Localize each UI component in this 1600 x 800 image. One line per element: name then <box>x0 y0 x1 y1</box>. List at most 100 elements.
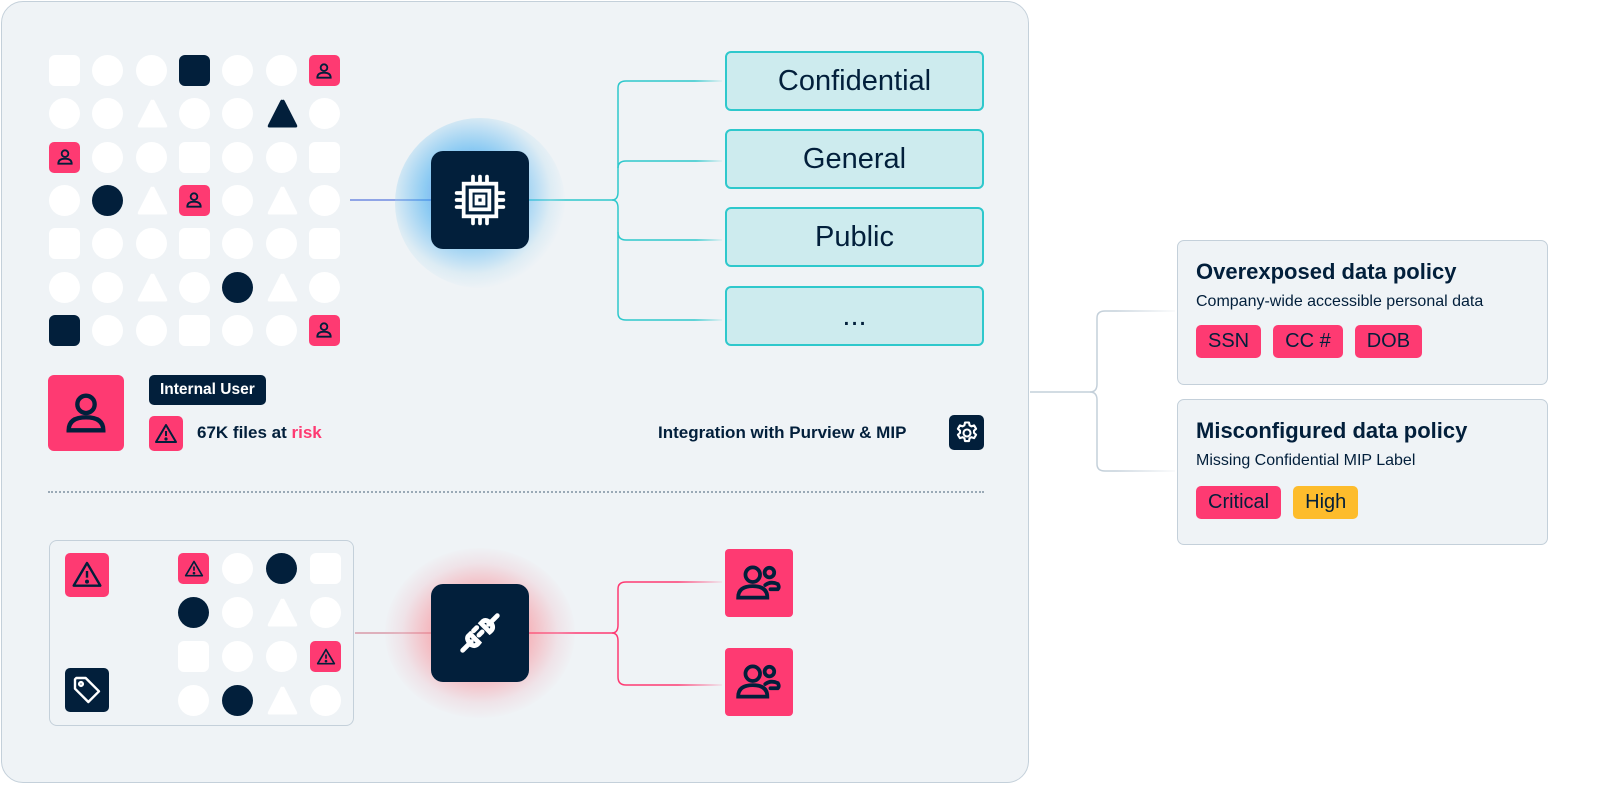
circle-shape <box>178 98 210 130</box>
severity-critical: Critical <box>1196 486 1282 519</box>
circle-shape <box>266 641 297 672</box>
internal-user-badge: Internal User <box>149 375 266 405</box>
circle-shape <box>49 98 80 130</box>
branch-group-1 <box>611 581 722 634</box>
circle-shape <box>310 597 341 628</box>
circle-shape <box>49 184 80 216</box>
severity-high: High <box>1293 486 1359 519</box>
label-public[interactable]: Public <box>725 207 984 267</box>
triangle-shape <box>136 272 167 303</box>
triangle-shape <box>136 98 167 129</box>
users-group-icon <box>736 565 781 600</box>
triangle-shape <box>136 185 167 216</box>
user-icon <box>308 314 340 346</box>
circle-shape <box>49 271 80 303</box>
policy-title: Overexposed data policy <box>1196 259 1457 284</box>
circle-shape <box>135 55 167 86</box>
bottom-source-box <box>49 540 354 726</box>
tag-cc: CC # <box>1273 325 1343 358</box>
warning-tile-large <box>65 553 109 597</box>
circle-shape <box>222 141 254 173</box>
branch-more <box>611 199 722 321</box>
dark-circle-shape <box>266 553 297 584</box>
circle-shape <box>222 55 254 86</box>
warning-icon <box>310 641 341 672</box>
circle-shape <box>308 184 340 216</box>
circle-shape <box>308 271 340 303</box>
branch-confidential <box>611 80 722 201</box>
circle-shape <box>222 314 254 346</box>
warning-icon <box>155 423 177 443</box>
users-group-icon <box>736 664 781 699</box>
policy-title: Misconfigured data policy <box>1196 418 1468 443</box>
user-group-tile-1[interactable] <box>725 549 793 617</box>
user-icon <box>66 393 106 433</box>
circle-shape <box>135 228 167 260</box>
circle-shape <box>92 271 124 303</box>
square-shape <box>308 228 340 260</box>
dark-square-shape <box>49 314 80 346</box>
circle-shape <box>222 184 254 216</box>
policy-description: Company-wide accessible personal data <box>1196 293 1484 310</box>
triangle-shape <box>266 272 297 303</box>
tag-icon <box>73 676 101 704</box>
circle-shape <box>92 55 124 86</box>
circle-shape <box>178 271 210 303</box>
square-shape <box>49 228 80 260</box>
square-shape <box>178 314 210 346</box>
square-shape <box>49 55 80 86</box>
classification-hub[interactable] <box>431 151 529 249</box>
label-confidential[interactable]: Confidential <box>725 51 984 111</box>
warning-tile <box>149 416 183 451</box>
label-general[interactable]: General <box>725 129 984 189</box>
branch-general <box>617 160 722 169</box>
circle-shape <box>222 641 253 672</box>
branch-policy-1 <box>1089 310 1175 393</box>
circle-shape <box>135 141 167 173</box>
warning-icon <box>178 553 209 584</box>
policy-tags: Critical High <box>1196 486 1529 519</box>
policy-tags: SSN CC # DOB <box>1196 325 1529 358</box>
label-more[interactable]: ... <box>725 286 984 346</box>
branch-policy-2 <box>1089 391 1175 472</box>
circle-shape <box>222 597 253 628</box>
gear-icon <box>956 420 977 442</box>
triangle-shape <box>266 685 298 716</box>
tag-ssn: SSN <box>1196 325 1262 358</box>
section-divider <box>48 491 984 493</box>
square-shape <box>178 228 210 260</box>
integration-text: Integration with Purview & MIP <box>658 423 907 442</box>
circle-shape <box>135 314 167 346</box>
dark-square-shape <box>178 55 210 86</box>
user-group-tile-2[interactable] <box>725 648 793 716</box>
circle-shape <box>265 314 297 346</box>
dark-circle-shape <box>92 184 124 216</box>
circle-shape <box>265 228 297 260</box>
square-shape <box>178 641 209 672</box>
user-icon <box>308 55 340 86</box>
dark-circle-shape <box>222 685 253 716</box>
circle-shape <box>222 553 253 584</box>
user-icon <box>49 141 80 173</box>
cpu-chip-icon <box>454 174 506 226</box>
internal-user-tile <box>48 375 124 451</box>
policy-card-misconfigured[interactable]: Misconfigured data policy Missing Confid… <box>1177 399 1548 545</box>
circle-shape <box>310 685 341 716</box>
circle-shape <box>308 98 340 130</box>
circle-shape <box>92 228 124 260</box>
integration-settings-button[interactable] <box>949 415 984 450</box>
tag-tile <box>65 668 109 712</box>
policy-card-overexposed[interactable]: Overexposed data policy Company-wide acc… <box>1177 240 1548 385</box>
files-at-risk-text: 67K files at risk <box>197 423 322 443</box>
policy-description: Missing Confidential MIP Label <box>1196 452 1416 469</box>
connection-hub[interactable] <box>431 584 529 682</box>
circle-shape <box>265 141 297 173</box>
circle-shape <box>92 98 124 130</box>
plug-connect-icon <box>460 613 500 653</box>
circle-shape <box>92 141 124 173</box>
risk-count: 67K files at <box>197 423 292 442</box>
dark-triangle-shape <box>266 98 297 129</box>
triangle-shape <box>266 185 297 216</box>
branch-public <box>617 231 722 241</box>
